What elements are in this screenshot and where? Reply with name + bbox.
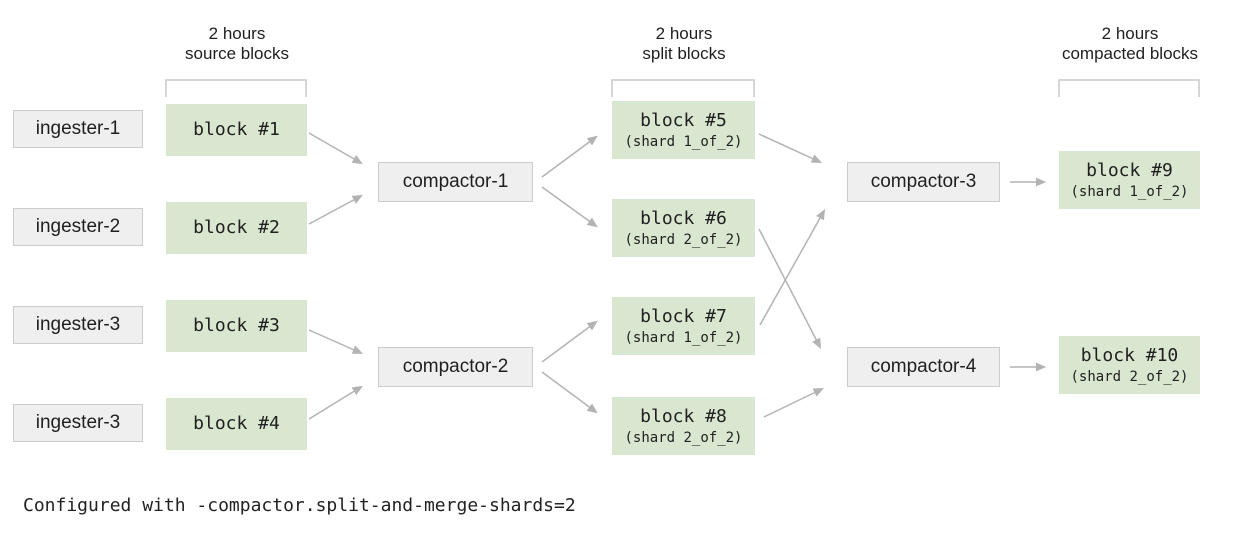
block-shard-label: (shard 2_of_2) xyxy=(624,430,743,446)
arrow-block8-compactor4 xyxy=(763,388,825,418)
block-shard-label: (shard 2_of_2) xyxy=(624,232,743,248)
node-ingester-1: ingester-1 xyxy=(13,110,143,148)
block-label: block #4 xyxy=(193,413,280,434)
header-label: source blocks xyxy=(185,44,289,63)
arrow-block6-compactor4 xyxy=(758,228,822,349)
header-duration: 2 hours xyxy=(1101,24,1159,43)
source-block-3: block #3 xyxy=(166,300,307,352)
block-label: block #8 xyxy=(640,406,727,427)
arrow-compactor1-block5 xyxy=(541,135,598,178)
source-block-4: block #4 xyxy=(166,398,307,450)
node-compactor-3: compactor-3 xyxy=(847,162,1000,202)
arrow-block5-compactor3 xyxy=(758,133,823,163)
bracket-compacted-blocks xyxy=(1058,79,1200,97)
block-label: block #7 xyxy=(640,306,727,327)
column-header-split-blocks: 2 hours split blocks xyxy=(599,24,769,64)
block-shard-label: (shard 1_of_2) xyxy=(624,134,743,150)
arrow-block7-compactor3 xyxy=(759,209,826,326)
block-label: block #1 xyxy=(193,119,280,140)
node-compactor-4: compactor-4 xyxy=(847,347,1000,387)
node-ingester-2: ingester-2 xyxy=(13,208,143,246)
source-block-1: block #1 xyxy=(166,104,307,156)
header-duration: 2 hours xyxy=(208,24,266,43)
arrow-block3-compactor2 xyxy=(308,329,364,354)
header-label: split blocks xyxy=(642,44,726,63)
arrow-block1-compactor1 xyxy=(308,132,363,165)
node-ingester-3: ingester-3 xyxy=(13,306,143,344)
block-shard-label: (shard 1_of_2) xyxy=(624,330,743,346)
block-label: block #10 xyxy=(1080,345,1179,366)
node-compactor-2: compactor-2 xyxy=(378,347,533,387)
bracket-source-blocks xyxy=(165,79,307,97)
split-block-7: block #7 (shard 1_of_2) xyxy=(612,297,755,355)
compacted-block-10: block #10 (shard 2_of_2) xyxy=(1059,336,1200,394)
arrow-block4-compactor2 xyxy=(308,385,363,420)
column-header-compacted-blocks: 2 hours compacted blocks xyxy=(1045,24,1215,64)
node-compactor-1: compactor-1 xyxy=(378,162,533,202)
split-block-8: block #8 (shard 2_of_2) xyxy=(612,397,755,455)
arrow-compactor2-block7 xyxy=(541,320,598,363)
source-block-2: block #2 xyxy=(166,202,307,254)
split-block-6: block #6 (shard 2_of_2) xyxy=(612,199,755,257)
config-caption: Configured with -compactor.split-and-mer… xyxy=(23,495,576,516)
block-shard-label: (shard 2_of_2) xyxy=(1070,369,1189,385)
block-label: block #6 xyxy=(640,208,727,229)
block-label: block #2 xyxy=(193,217,280,238)
compacted-block-9: block #9 (shard 1_of_2) xyxy=(1059,151,1200,209)
node-ingester-3b: ingester-3 xyxy=(13,404,143,442)
arrow-compactor2-block8 xyxy=(541,371,598,414)
block-label: block #3 xyxy=(193,315,280,336)
split-block-5: block #5 (shard 1_of_2) xyxy=(612,101,755,159)
header-label: compacted blocks xyxy=(1061,44,1199,63)
arrow-compactor1-block6 xyxy=(541,186,598,228)
block-shard-label: (shard 1_of_2) xyxy=(1070,184,1189,200)
block-label: block #5 xyxy=(640,110,727,131)
header-duration: 2 hours xyxy=(655,24,713,43)
column-header-source-blocks: 2 hours source blocks xyxy=(152,24,322,64)
block-label: block #9 xyxy=(1086,160,1173,181)
arrow-block2-compactor1 xyxy=(308,194,363,225)
bracket-split-blocks xyxy=(611,79,755,97)
